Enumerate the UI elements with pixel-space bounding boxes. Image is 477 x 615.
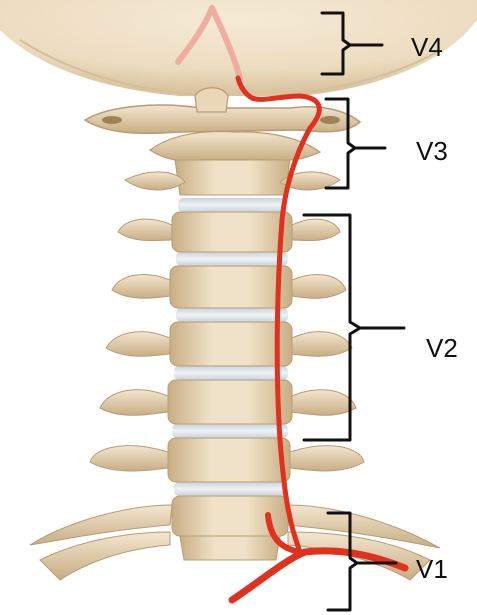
label-v4: V4 xyxy=(411,32,443,62)
label-v3: V3 xyxy=(416,136,448,166)
vertebral-body-c7 xyxy=(168,438,290,482)
vertebral-body-c3 xyxy=(172,212,292,252)
label-v2: V2 xyxy=(426,333,458,363)
label-v1: V1 xyxy=(416,554,448,584)
vertebral-body-c5 xyxy=(170,322,292,366)
intervertebral-disc xyxy=(176,308,288,322)
intervertebral-disc xyxy=(178,198,288,212)
cervical-vertebrae xyxy=(90,198,364,536)
axis-vertebra xyxy=(125,132,340,195)
intervertebral-disc xyxy=(176,252,288,266)
vertebral-body-c4 xyxy=(170,266,292,308)
vertebral-body-c6 xyxy=(168,380,292,424)
intervertebral-disc xyxy=(174,366,288,380)
intervertebral-disc xyxy=(172,424,288,438)
intervertebral-disc xyxy=(174,482,286,496)
